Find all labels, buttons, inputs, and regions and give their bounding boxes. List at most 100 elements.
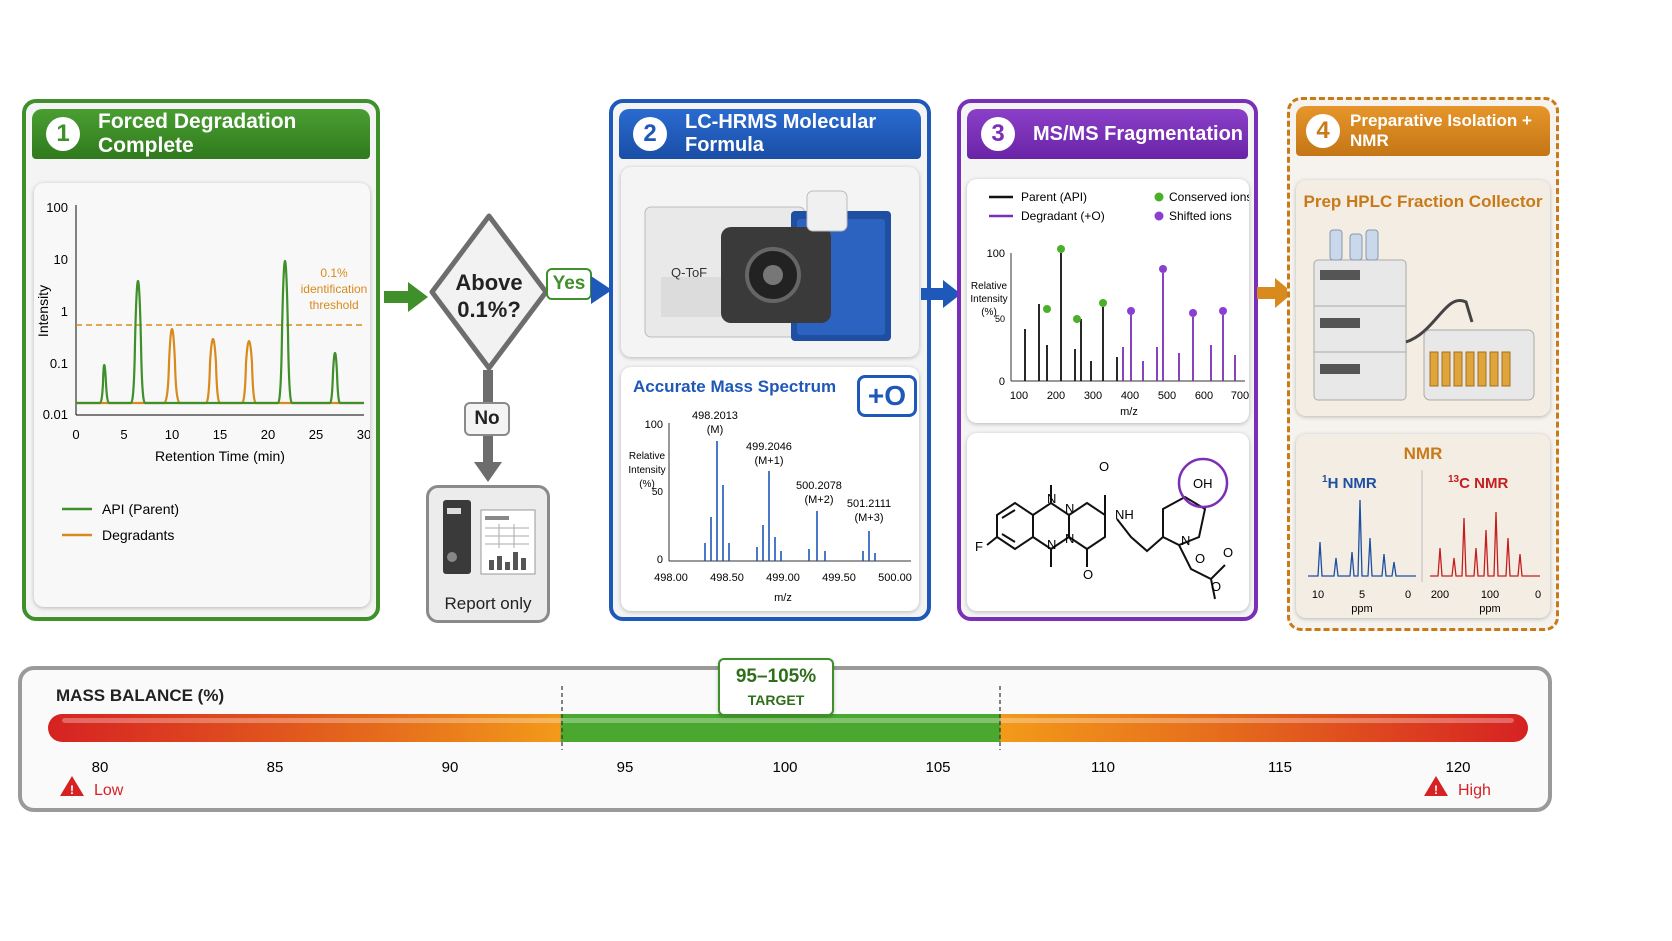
shifted-ion-marker: [1159, 265, 1167, 273]
collector-title: Prep HPLC Fraction Collector: [1303, 192, 1543, 211]
h-nmr-superscript: 1: [1322, 474, 1328, 485]
conserved-ion-marker: [1099, 299, 1107, 307]
high-warning-icon: [1424, 776, 1448, 796]
legend-api-label: API (Parent): [102, 501, 179, 517]
step4-title: Preparative Isolation + NMR: [1350, 111, 1532, 150]
atom-label: N: [1065, 501, 1074, 516]
msms-xtick: 600: [1195, 390, 1213, 402]
atom-label: F: [975, 539, 983, 554]
atom-label: N: [1047, 537, 1056, 552]
no-badge: No: [464, 402, 510, 436]
scale-tick: 90: [442, 759, 459, 776]
step2-title: LC-HRMS Molecular Formula: [685, 111, 877, 156]
decision-diamond: [429, 213, 549, 371]
h-nmr-tick: 5: [1359, 589, 1365, 601]
low-warning-icon: [60, 776, 84, 796]
atom-label: N: [1065, 531, 1074, 546]
msms-ytick: 50: [995, 314, 1005, 324]
step1-chart-card: Intensity 100 10 1 0.1 0.01 0 5 10 15 20…: [34, 183, 370, 607]
msms-ytick: 100: [987, 248, 1005, 260]
peak-mz-label: 500.2078: [796, 480, 842, 492]
step1-title: Forced Degradation Complete: [98, 110, 297, 157]
scale-tick: 115: [1268, 759, 1292, 776]
mass-spectrum-card: Accurate Mass Spectrum +O Relative Inten…: [621, 367, 919, 611]
arrow-to-decision: [384, 282, 428, 312]
msms-ylabel: Intensity: [970, 294, 1007, 305]
arrow-down-to-no: [483, 370, 493, 404]
fraction-collector-icon: [1313, 229, 1535, 401]
xtick: 25: [309, 427, 323, 442]
scale-tick: 85: [267, 759, 284, 776]
oxidation-badge: +O: [857, 375, 917, 417]
chromatogram-yticks: 100 10 1 0.1 0.01: [43, 200, 68, 422]
step4-panel: 4 Preparative Isolation + NMR Prep HPLC …: [1287, 97, 1559, 631]
ms-xtick: 499.50: [822, 572, 856, 584]
structure-card: F N N N N O O NH OH N O O O: [967, 433, 1249, 611]
msms-xtick: 700: [1231, 390, 1249, 402]
arrow-to-step3: [921, 280, 961, 308]
instrument-label: Q-ToF: [671, 265, 708, 280]
qtof-instrument-icon: [644, 190, 891, 341]
decision-question-line1: Above: [455, 270, 523, 295]
yes-badge: Yes: [546, 268, 592, 300]
shifted-ion-marker: [1189, 309, 1197, 317]
report-label: Report only: [444, 594, 532, 613]
ms-peaks: [704, 441, 876, 561]
msms-ylabel: (%): [981, 307, 997, 318]
scale-tick: 100: [772, 759, 797, 776]
h-nmr-tick: 10: [1312, 589, 1324, 601]
api-trace: [76, 259, 364, 405]
xtick: 5: [120, 427, 127, 442]
threshold-label: threshold: [309, 298, 358, 312]
step2-panel: 2 LC-HRMS Molecular Formula Q-ToF Accura…: [609, 99, 931, 621]
peak-ion-label: (M): [707, 424, 724, 436]
msms-xtick: 100: [1010, 390, 1028, 402]
h-nmr-tick: 0: [1405, 589, 1411, 601]
h-nmr-trace: [1308, 499, 1416, 577]
threshold-label: identification: [301, 282, 368, 296]
h-nmr-xlabel: ppm: [1351, 603, 1372, 615]
step1-header: 1 Forced Degradation Complete: [32, 109, 370, 159]
high-label: High: [1458, 782, 1491, 799]
peak-ion-label: (M+1): [754, 455, 783, 467]
ms-ytick: 50: [652, 487, 664, 498]
ytick: 100: [46, 200, 68, 215]
c-nmr-tick: 0: [1535, 589, 1541, 601]
ms-xtick: 498.00: [654, 572, 688, 584]
step4-number: 4: [1306, 114, 1340, 148]
arrow-to-step2: [591, 276, 612, 304]
threshold-label: 0.1%: [320, 266, 348, 280]
peak-mz-label: 501.2111: [847, 498, 891, 510]
oxidation-site-highlight: [1177, 457, 1229, 509]
c-nmr-tick: 200: [1431, 589, 1449, 601]
shifted-ion-marker: [1219, 307, 1227, 315]
chromatogram-xticks: 0 5 10 15 20 25 30: [72, 427, 370, 442]
chromatogram-axes: [75, 205, 364, 416]
step3-header: 3 MS/MS Fragmentation: [967, 109, 1248, 159]
atom-label: O: [1223, 545, 1233, 560]
degradant-trace: [76, 327, 364, 405]
mass-balance-scale: 80 85 90 95 100 105 110 115 120 ! Low ! …: [48, 686, 1528, 799]
legend-parent-label: Parent (API): [1021, 190, 1087, 204]
scale-tick: 120: [1445, 759, 1470, 776]
msms-xtick: 300: [1084, 390, 1102, 402]
nmr-title: NMR: [1403, 444, 1443, 463]
msms-xlabel: m/z: [1120, 406, 1138, 418]
atom-label: NH: [1115, 507, 1134, 522]
scale-tick: 105: [925, 759, 950, 776]
low-label: Low: [94, 782, 124, 799]
peak-mz-label: 499.2046: [746, 441, 792, 453]
c-nmr-superscript: 13: [1448, 474, 1460, 485]
peak-mz-label: 498.2013: [692, 410, 738, 422]
c-nmr-tick: 100: [1481, 589, 1499, 601]
chromatogram-ylabel: Intensity: [35, 285, 51, 337]
atom-label: O: [1099, 459, 1109, 474]
legend-degradant-label: Degradants: [102, 527, 174, 543]
step3-title: MS/MS Fragmentation: [1033, 122, 1244, 145]
ms-ylabel: Intensity: [628, 465, 665, 476]
msms-spectrum: Parent (API) Degradant (+O) Conserved io…: [970, 190, 1249, 418]
legend-shifted-marker: [1154, 211, 1164, 221]
ytick: 0.01: [43, 407, 68, 422]
nmr-card: NMR 1H NMR 13C NMR 10 5 0 ppm 200 100 0 …: [1296, 434, 1550, 618]
step1-number: 1: [46, 117, 80, 151]
